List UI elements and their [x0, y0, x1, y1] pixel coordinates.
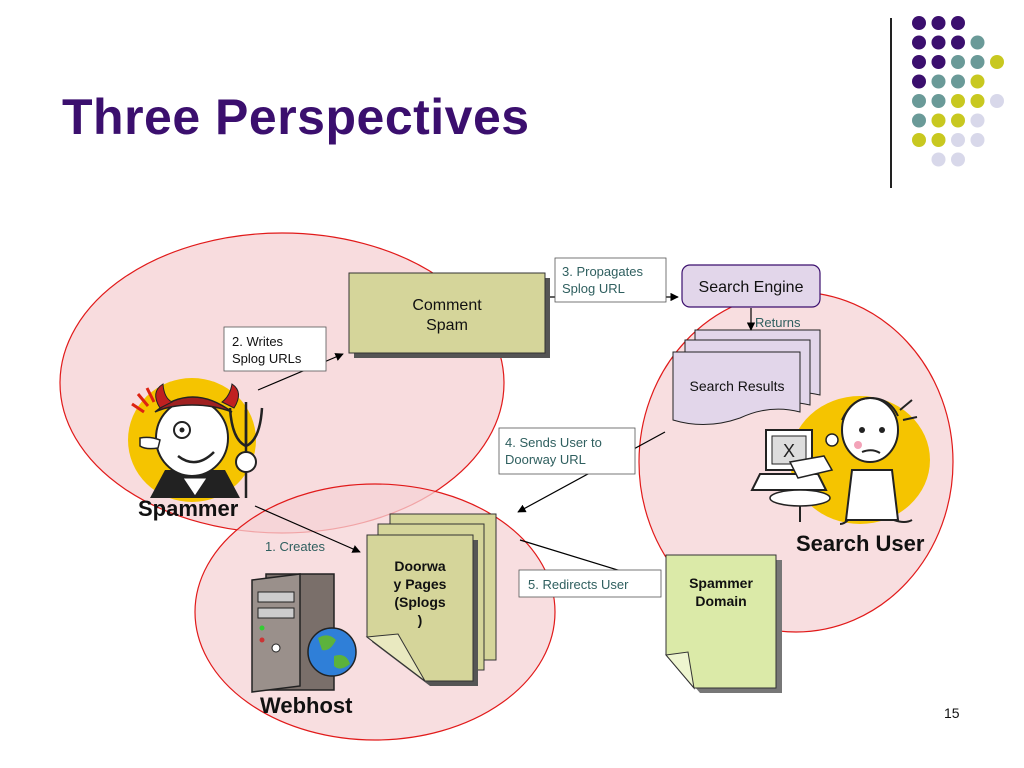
propagates-line2: Splog URL — [562, 281, 625, 296]
doorway-pages-label: Doorwa y Pages (Splogs) — [394, 558, 447, 628]
decorative-dot — [931, 133, 946, 147]
decorative-dot — [912, 16, 926, 30]
decorative-dot — [912, 113, 926, 128]
decorative-dot — [931, 94, 946, 108]
writes-line1: 2. Writes — [232, 334, 284, 349]
doorway-line3: (Splogs — [394, 594, 446, 610]
webhost-label: Webhost — [260, 693, 353, 718]
decorative-dot — [912, 35, 926, 50]
search-results-label: Search Results — [690, 378, 785, 394]
slide-title: Three Perspectives — [62, 89, 530, 145]
decorative-dot — [912, 55, 926, 69]
redirects-label: 5. Redirects User — [528, 577, 629, 592]
decorative-dot — [931, 113, 946, 128]
spammer-domain-line1: Spammer — [689, 575, 753, 591]
doorway-line1: Doorwa — [394, 558, 446, 574]
search-engine-label: Search Engine — [699, 279, 804, 296]
screen-x-glyph: X — [783, 441, 795, 461]
doorway-line2: y Pages — [394, 576, 447, 592]
comment-spam-line2: Spam — [426, 317, 468, 334]
frustrated-user-icon: X — [750, 396, 930, 525]
writes-arrow — [257, 353, 344, 391]
decorative-dot — [990, 94, 1004, 108]
decorative-dot — [931, 74, 946, 89]
sends-user-label: 4. Sends User to Doorway URL — [505, 435, 602, 467]
decorative-dot — [951, 55, 965, 69]
returns-label: Returns — [755, 315, 801, 330]
decorative-dot — [970, 113, 985, 128]
creates-arrow — [254, 505, 361, 553]
spammer-icon — [128, 378, 264, 502]
decorative-dot — [931, 16, 946, 30]
decorative-dot — [970, 35, 985, 50]
decorative-dot — [970, 55, 985, 69]
decorative-dot — [970, 133, 985, 147]
decorative-dot — [912, 74, 926, 89]
propagates-line1: 3. Propagates — [562, 264, 643, 279]
doorway-pages-node: Doorwa y Pages (Splogs) — [365, 513, 497, 686]
writes-line2: Splog URLs — [232, 351, 302, 366]
decorative-dot — [970, 94, 985, 108]
comment-spam-line1: Comment — [412, 297, 482, 314]
search-engine-node: Search Engine — [681, 264, 821, 308]
decorative-dot — [912, 94, 926, 108]
decorative-dot — [970, 74, 985, 89]
header-divider — [890, 18, 892, 188]
decorative-dot — [951, 133, 965, 147]
sends-user-line2: Doorway URL — [505, 452, 586, 467]
decorative-dot — [951, 16, 965, 30]
decorative-dot — [951, 74, 965, 89]
decorative-dot — [951, 35, 965, 50]
decorative-dot — [990, 55, 1004, 69]
decorative-dot — [931, 55, 946, 69]
sends-user-label-box: 4. Sends User to Doorway URL — [498, 427, 636, 475]
doorway-line4: ) — [418, 612, 423, 628]
spammer-label: Spammer — [138, 496, 239, 521]
decorative-dot-grid — [912, 16, 1004, 167]
decorative-dot — [912, 133, 926, 147]
decorative-dot — [931, 152, 946, 167]
decorative-dot — [951, 152, 965, 167]
spammer-domain-line2: Domain — [695, 593, 746, 609]
decorative-dot — [951, 94, 965, 108]
creates-label: 1. Creates — [265, 539, 325, 554]
decorative-dot — [951, 113, 965, 128]
decorative-dot — [931, 35, 946, 50]
sends-user-line1: 4. Sends User to — [505, 435, 602, 450]
search-results-node: Search Results — [672, 329, 821, 426]
page-number: 15 — [944, 705, 960, 721]
search-user-label: Search User — [796, 531, 925, 556]
redirects-label-box: 5. Redirects User — [518, 569, 662, 598]
server-globe-icon — [251, 573, 357, 693]
